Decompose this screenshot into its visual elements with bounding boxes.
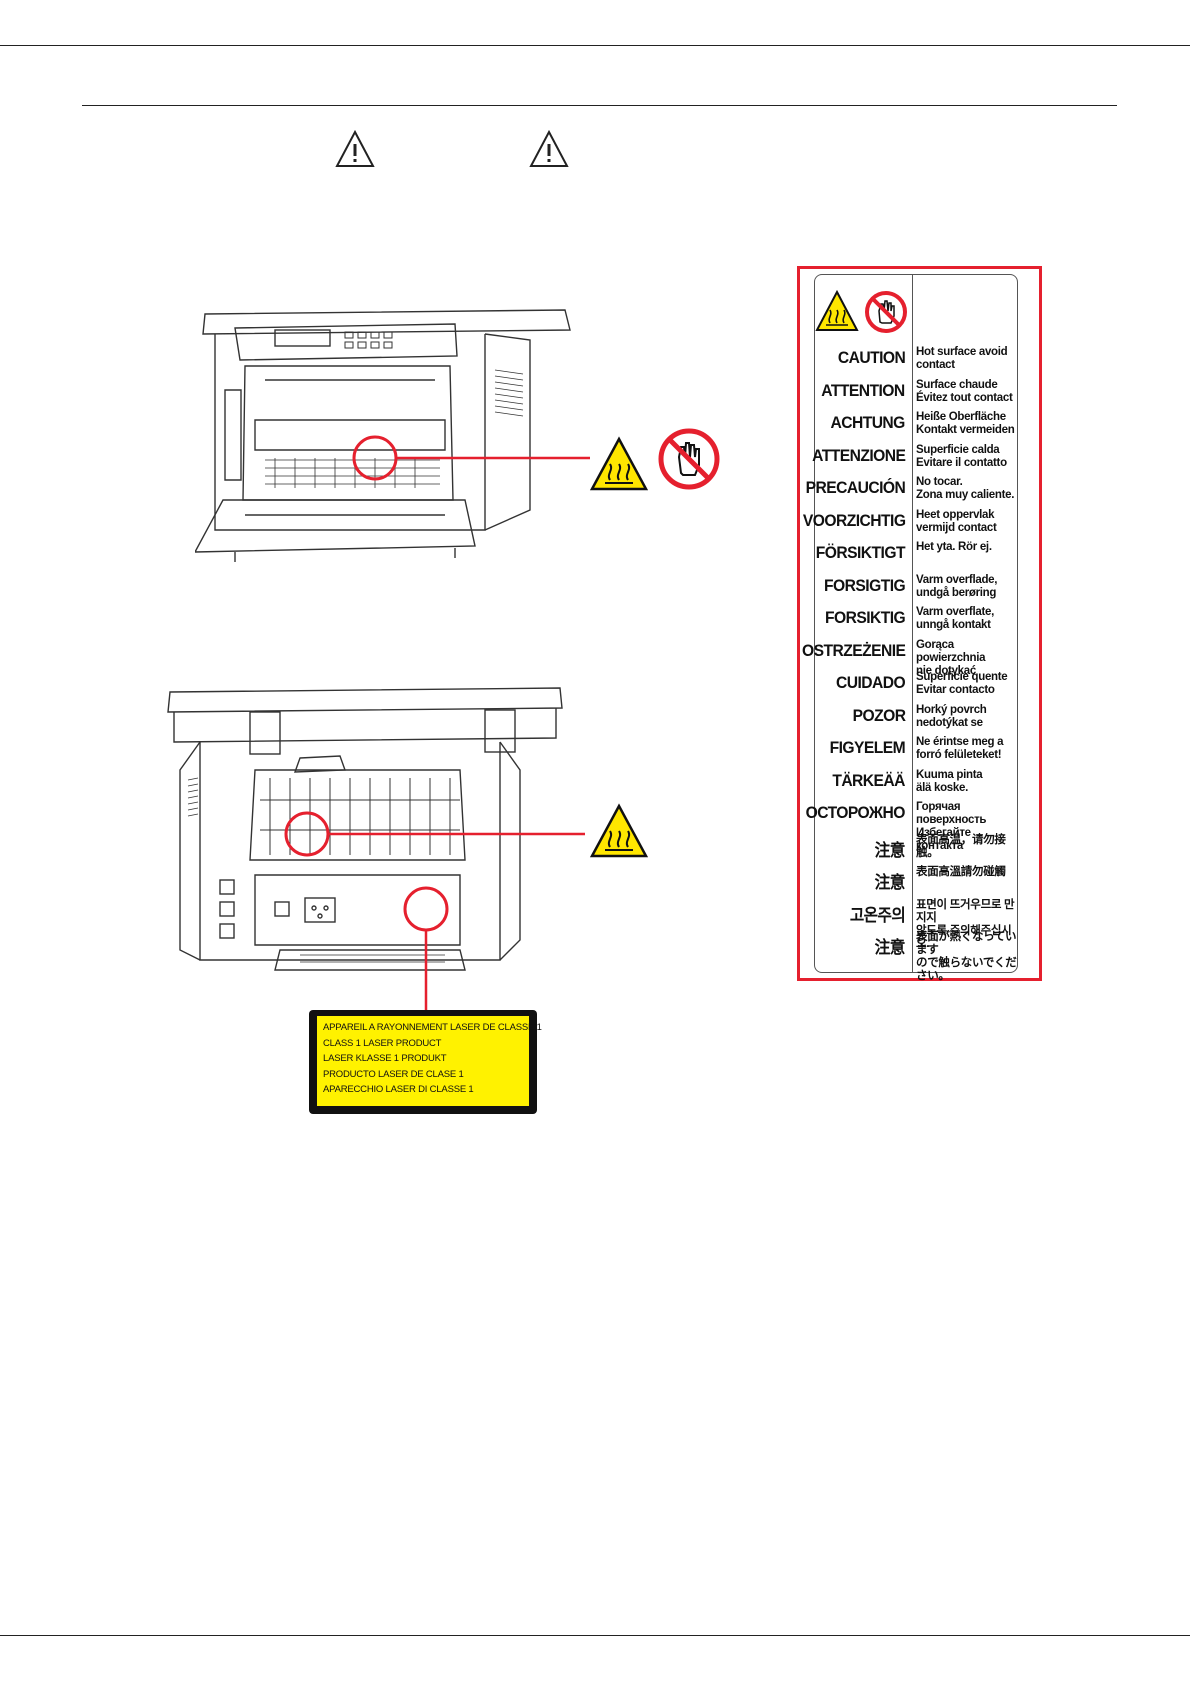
caution-description: Superficie calda Evitare il contatto	[916, 443, 1007, 469]
caution-row: ACHTUNG Heiße Oberfläche Kontakt vermeide…	[814, 411, 1018, 443]
caution-row: TÄRKEÄÄ Kuuma pinta älä koske.	[814, 769, 1018, 801]
top-page-rule	[0, 45, 1190, 46]
caution-word: PRECAUCIÓN	[805, 478, 905, 497]
caution-row: 注意表面高温，请勿接触。	[814, 834, 1018, 866]
caution-word: ACHTUNG	[830, 413, 906, 432]
printer-rear-illustration	[167, 687, 563, 971]
laser-label-line: APPAREIL A RAYONNEMENT LASER DE CLASSE 1	[323, 1022, 542, 1033]
caution-word: TÄRKEÄÄ	[832, 770, 905, 790]
caution-description: Heiße Oberfläche Kontakt vermeiden	[916, 411, 1015, 436]
hot-surface-icon	[589, 803, 649, 858]
caution-row: POZOR Horký povrch nedotýkat se	[814, 704, 1018, 736]
caution-description: Hot surface avoid contact	[916, 346, 1008, 371]
caution-label-divider	[912, 274, 913, 973]
caution-word: FORSIKTIG	[824, 608, 906, 627]
laser-label-line: APARECCHIO LASER DI CLASSE 1	[323, 1084, 474, 1095]
caution-description: Varm overflade, undgå berøring	[916, 573, 998, 599]
printer-front-illustration	[195, 309, 571, 562]
caution-label-card	[814, 274, 1018, 973]
caution-row: PRECAUCIÓN No tocar. Zona muy caliente.	[805, 476, 1018, 508]
caution-description: Varm overflate, unngå kontakt	[916, 606, 994, 631]
caution-word: ATTENTION	[821, 380, 906, 400]
rear-fuser-callout	[284, 811, 585, 857]
caution-description: Gorąca powierzchnia nie dotykać	[916, 638, 986, 677]
caution-row: CAUTION Hot surface avoid contact	[814, 346, 1018, 378]
caution-row: FIGYELEM Ne érintse meg a forró felületek…	[814, 736, 1018, 768]
caution-word: OSTRZEŻENIE	[801, 640, 906, 660]
caution-row: ATTENZIONE Superficie calda Evitare il co…	[811, 443, 1018, 476]
caution-row: CUIDADO Superficie quente Evitar contacto	[814, 671, 1018, 703]
caution-label-panel	[797, 266, 1042, 981]
no-touch-icon	[658, 428, 720, 490]
bottom-page-rule	[0, 1635, 1190, 1636]
caution-row: ОСТОРОЖНО Горячая поверхность Избегайте к…	[806, 801, 1018, 852]
caution-word: ATTENZIONE	[811, 445, 906, 465]
hot-surface-icon	[589, 436, 649, 491]
caution-word: CUIDADO	[835, 673, 906, 692]
caution-row: 注意表面高溫請勿碰觸	[814, 866, 1018, 898]
caution-description: 表面が熱くなっています ので触らないでください。	[916, 931, 1017, 982]
caution-row: VOORZICHTIG Heet oppervlak vermijd contac…	[802, 508, 1018, 541]
caution-description: Surface chaude Évitez tout contact	[916, 378, 1013, 404]
rear-laser-callout	[403, 886, 449, 1011]
caution-word: ОСТОРОЖНО	[805, 803, 906, 822]
section-rule	[82, 105, 1117, 106]
hot-surface-icon	[815, 290, 859, 331]
caution-word: FIGYELEM	[829, 738, 905, 757]
caution-word: FÖRSIKTIGT	[815, 543, 906, 562]
caution-word: 고온주의	[849, 905, 906, 925]
caution-row: 注意表面が熱くなっています ので触らないでください。	[814, 931, 1018, 982]
caution-word: 注意	[874, 840, 906, 860]
caution-row: OSTRZEŻENIE Gorąca powierzchnia nie dotyk…	[802, 639, 1018, 677]
caution-description: Kuuma pinta älä koske.	[916, 768, 983, 794]
caution-description: Ne érintse meg a forró felületeket!	[916, 736, 1004, 761]
caution-description: 表面高溫請勿碰觸	[916, 866, 1006, 878]
no-touch-icon	[865, 291, 907, 333]
front-fuser-callout	[352, 435, 590, 481]
caution-row: ATTENTION Surface chaude Évitez tout cont…	[814, 379, 1018, 411]
laser-class-label: APPAREIL A RAYONNEMENT LASER DE CLASSE 1…	[309, 1010, 542, 1114]
caution-row: FÖRSIKTIGT Het yta. Rör ej.	[814, 541, 1018, 573]
caution-description: Горячая поверхность Избегайте контакта	[916, 801, 987, 852]
caution-description: Heet oppervlak vermijd contact	[916, 508, 997, 534]
caution-row: FORSIKTIG Varm overflate, unngå kontakt	[814, 606, 1018, 638]
laser-label-line: PRODUCTO LASER DE CLASE 1	[323, 1068, 464, 1080]
warning-triangle-icon	[335, 129, 375, 167]
caution-description: Horký povrch nedotýkat se	[916, 703, 987, 729]
caution-row: 고온주의 표면이 뜨거우므로 만지지 않도록 주의해주십시오.	[814, 899, 1018, 950]
caution-description: No tocar. Zona muy caliente.	[916, 476, 1015, 501]
caution-word: 注意	[874, 938, 906, 957]
caution-description: Superficie quente Evitar contacto	[916, 671, 1008, 696]
caution-word: VOORZICHTIG	[802, 510, 905, 530]
caution-description: 표면이 뜨거우므로 만지지 않도록 주의해주십시오.	[916, 898, 1015, 950]
caution-word: FORSIGTIG	[823, 575, 906, 595]
warning-triangle-icon	[529, 129, 569, 167]
caution-word: CAUTION	[837, 348, 906, 367]
caution-description: 表面高温，请勿接触。	[916, 833, 1006, 859]
caution-description: Het yta. Rör ej.	[916, 541, 992, 553]
caution-word: POZOR	[852, 705, 905, 725]
caution-word: 注意	[874, 873, 906, 892]
laser-label-line: LASER KLASSE 1 PRODUKT	[323, 1053, 447, 1064]
laser-label-line: CLASS 1 LASER PRODUCT	[323, 1037, 442, 1049]
caution-row: FORSIGTIG Varm overflade, undgå berøring	[814, 574, 1018, 606]
